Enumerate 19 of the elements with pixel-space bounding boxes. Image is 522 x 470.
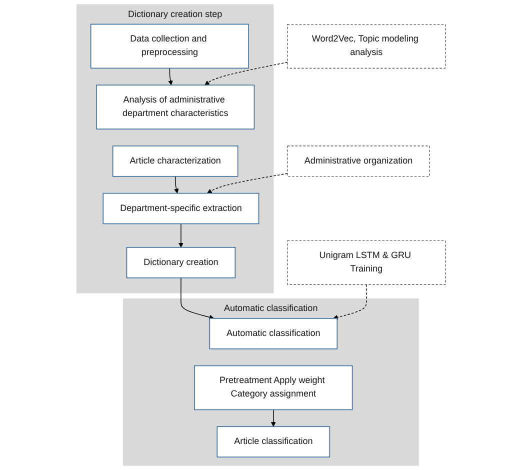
arrow — [332, 284, 367, 320]
node-box: Article characterization — [112, 146, 238, 177]
node-box: Administrative organization — [287, 146, 430, 177]
arrow — [207, 173, 288, 194]
arrow — [270, 409, 276, 427]
node-box: Article classification — [216, 426, 330, 458]
node-box: Department-specific extraction — [102, 192, 260, 224]
arrow — [180, 277, 214, 320]
arrow — [204, 62, 288, 86]
node-box: Unigram LSTM & GRU Training — [287, 240, 446, 285]
node-box: Dictionary creation — [126, 246, 236, 278]
node-box: Word2Vec, Topic modeling analysis — [287, 24, 446, 68]
arrow — [168, 68, 173, 86]
node-box: Pretreatment Apply weight Category assignment — [194, 365, 353, 410]
node-box: Analysis of administrative department characteristics — [96, 84, 255, 130]
node-box: Automatic classification — [209, 318, 338, 350]
node-box: Data collection and preprocessing — [90, 24, 250, 69]
arrow — [178, 223, 184, 248]
arrow — [174, 176, 179, 194]
